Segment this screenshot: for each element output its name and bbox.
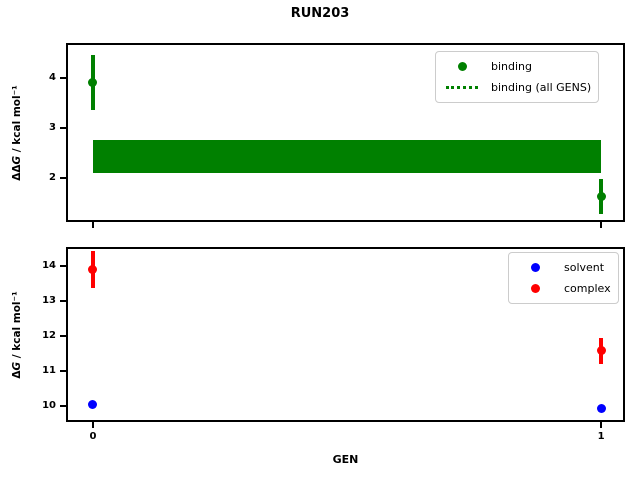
y-axis-label-bottom: ΔG / kcal mol⁻¹: [11, 290, 23, 379]
glyph-cell: [516, 284, 554, 293]
y-tick-label: 3: [49, 121, 56, 133]
dotted-line-icon: [446, 86, 478, 89]
y-tick: [60, 264, 66, 267]
x-tick: [91, 422, 94, 428]
figure-title: RUN203: [290, 6, 350, 21]
x-tick: [91, 222, 94, 228]
glyph-cell: [443, 86, 481, 89]
binding-marker-icon: [457, 62, 467, 71]
legend-top: binding binding (all GENS): [435, 51, 600, 103]
y-tick: [60, 369, 66, 372]
legend-entry-binding: binding: [443, 56, 591, 77]
legend-label-solvent: solvent: [564, 261, 605, 274]
legend-entry-complex: complex: [516, 278, 611, 299]
data-point-complex-gen1: [596, 346, 606, 356]
y-tick-label: 11: [42, 364, 56, 376]
confidence-band-binding-all-gens-: [92, 140, 602, 173]
data-point-binding-gen1: [596, 192, 606, 202]
y-tick: [60, 299, 66, 302]
plot-area-bottom: [66, 247, 625, 422]
legend-label-binding: binding: [491, 60, 533, 73]
y-tick: [60, 177, 66, 180]
y-tick: [60, 334, 66, 337]
x-tick-label: 1: [597, 431, 605, 442]
legend-label-complex: complex: [564, 282, 611, 295]
data-point-solvent-gen1: [596, 403, 606, 413]
data-point-solvent-gen0: [88, 399, 98, 409]
data-point-binding-gen0: [88, 78, 98, 88]
y-tick-label: 12: [42, 329, 56, 341]
y-tick-label: 2: [49, 172, 56, 184]
x-axis-label: GEN: [332, 453, 359, 466]
legend-bottom: solvent complex: [508, 252, 619, 304]
solvent-marker-icon: [530, 263, 540, 272]
y-tick-label: 14: [42, 259, 56, 271]
x-tick-label: 0: [89, 431, 97, 442]
y-axis-label-top: ΔΔG / kcal mol⁻¹: [11, 84, 23, 181]
legend-entry-solvent: solvent: [516, 257, 611, 278]
data-point-complex-gen0: [88, 264, 98, 274]
y-tick: [60, 76, 66, 79]
glyph-cell: [516, 263, 554, 272]
x-tick: [600, 222, 603, 228]
y-tick: [60, 126, 66, 129]
complex-marker-icon: [530, 284, 540, 293]
plot-area-top: [66, 43, 625, 222]
y-tick-label: 4: [49, 71, 56, 83]
legend-label-binding-all-gens: binding (all GENS): [491, 81, 592, 94]
x-tick: [600, 422, 603, 428]
y-tick-label: 10: [42, 399, 56, 411]
y-tick: [60, 404, 66, 407]
glyph-cell: [443, 62, 481, 71]
y-tick-label: 13: [42, 294, 56, 306]
legend-entry-binding-all-gens: binding (all GENS): [443, 77, 591, 98]
